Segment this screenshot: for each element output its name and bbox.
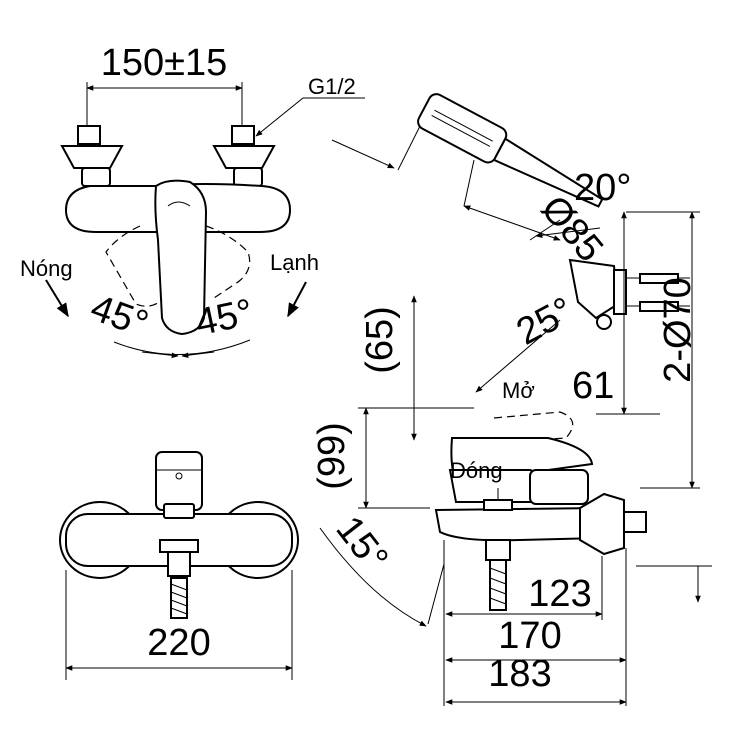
angle-left: 45° [85,287,153,346]
right-inlet-nut [231,125,255,145]
rotation-arrow-left [141,351,179,359]
lever-open-position [493,411,574,443]
shower-holder [568,258,620,320]
anchor-top [639,273,679,284]
front-spout-top [159,539,199,553]
side-inlet-nut [623,511,647,533]
angle-20: 20° [574,167,631,209]
hot-arrow [45,279,69,318]
lever-handle [154,179,208,336]
shower-handle [492,137,604,208]
cold-arrow [287,281,307,318]
right-flange [212,145,276,169]
front-handle [155,451,203,511]
side-hose-nut [489,559,507,611]
angle-15-arc [319,527,427,627]
side-spout [434,506,601,542]
dimension-183: 183 [488,653,551,695]
dimension-65: (65) [359,306,401,374]
lever-cold-position [205,225,251,299]
left-connector [81,167,111,187]
front-hose-nut [170,577,188,619]
hand-shower [417,93,604,208]
hot-label: Nóng [20,256,73,281]
holder-screw [596,314,612,330]
side-view: 20° Ø85 25° 2-Ø70 61 (65) Mở (99) Đóng [311,93,712,706]
dimension-2d70: 2-Ø70 [657,277,699,383]
dimension-123: 123 [528,573,591,615]
width-dimension: 220 [147,622,210,664]
rotation-arrow-right [181,351,215,358]
dimension-170: 170 [498,615,561,657]
shower-leader [331,139,395,169]
shower-head [417,93,508,164]
right-connector [233,167,263,187]
left-flange [60,145,124,169]
top-view: 150±15 G1/2 Nóng Lạnh 45° 45° [20,42,365,359]
anchor-bottom [639,301,679,312]
front-hose [170,577,188,619]
dimension-99: (99) [311,422,353,490]
lever-hot-position [105,225,163,307]
lever-detail [167,201,191,207]
rotation-arc [113,339,251,355]
side-lever-base [529,469,589,505]
side-wall-flange [579,492,625,556]
angle-15: 15° [327,509,395,580]
thread-label: G1/2 [308,74,356,99]
thread-leader [255,97,365,137]
angle-25: 25° [510,290,580,354]
open-label: Mở [502,378,535,403]
side-diverter [483,499,513,511]
closed-label: Đóng [450,458,503,483]
angle-20-line [535,227,601,238]
front-view: 220 [59,451,299,680]
dimension-61: 61 [572,365,614,407]
front-spout-neck [167,551,191,577]
cold-label: Lạnh [270,250,319,275]
d85-dimension-line [463,205,561,241]
front-diverter-cap [163,503,195,519]
side-hose-top [485,539,511,561]
left-inlet-nut [77,125,101,145]
spacing-dimension: 150±15 [101,42,228,84]
front-handle-indicator [175,472,183,480]
open-leader [475,319,561,393]
